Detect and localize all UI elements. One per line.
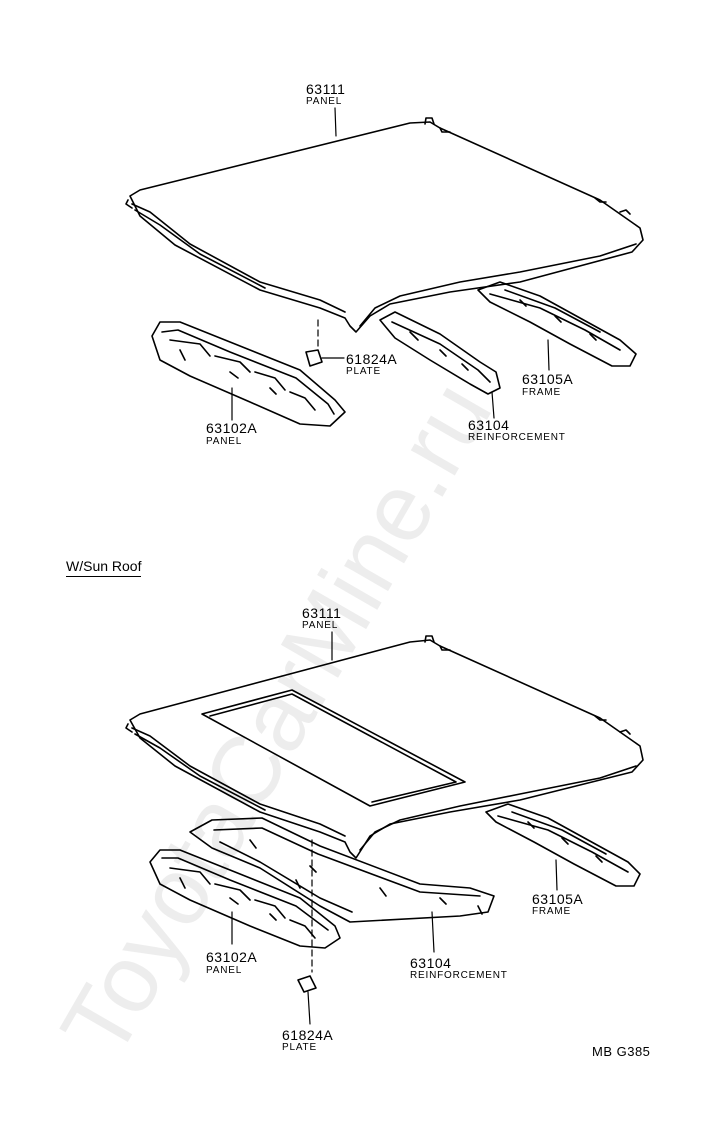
top-frame-drawing [477,281,637,371]
sunroof-plate-part-number: 61824A [282,1027,334,1043]
top-reinforcement-name: REINFORCEMENT [468,432,566,443]
sunroof-front-panel-name: PANEL [206,965,243,976]
sunroof-roof-panel-drawing [125,631,644,859]
top-frame-part-number: 63105A [522,371,574,387]
top-front-panel-part-number: 63102A [206,420,258,436]
top-front-panel-drawing [151,321,346,427]
top-reinforcement-drawing [379,311,501,419]
sunroof-front-panel-part-number: 63102A [206,949,258,965]
sunroof-frame-part-number: 63105A [532,891,584,907]
sunroof-roof-panel-part-number: 63111 [302,605,342,621]
sunroof-section-title: W/Sun Roof [66,558,142,577]
sunroof-frame-name: FRAME [532,906,571,917]
top-front-panel-name: PANEL [206,436,243,447]
sunroof-frame-drawing [485,803,641,891]
top-plate-drawing [305,319,345,367]
sunroof-reinforcement-name: REINFORCEMENT [410,970,508,981]
sunroof-plate-drawing [297,839,317,1025]
top-reinforcement-part-number: 63104 [468,417,510,433]
top-plate-name: PLATE [346,366,381,377]
top-roof-panel-part-number: 63111 [306,81,346,97]
sunroof-plate-name: PLATE [282,1042,317,1053]
sunroof-reinforcement-drawing [189,817,495,953]
drawing-code: MB G385 [592,1044,651,1059]
top-roof-panel-name: PANEL [306,96,343,107]
top-roof-panel-drawing [125,107,644,333]
sunroof-roof-panel-name: PANEL [302,620,339,631]
top-plate-part-number: 61824A [346,351,398,367]
sunroof-reinforcement-part-number: 63104 [410,955,452,971]
top-frame-name: FRAME [522,387,561,398]
